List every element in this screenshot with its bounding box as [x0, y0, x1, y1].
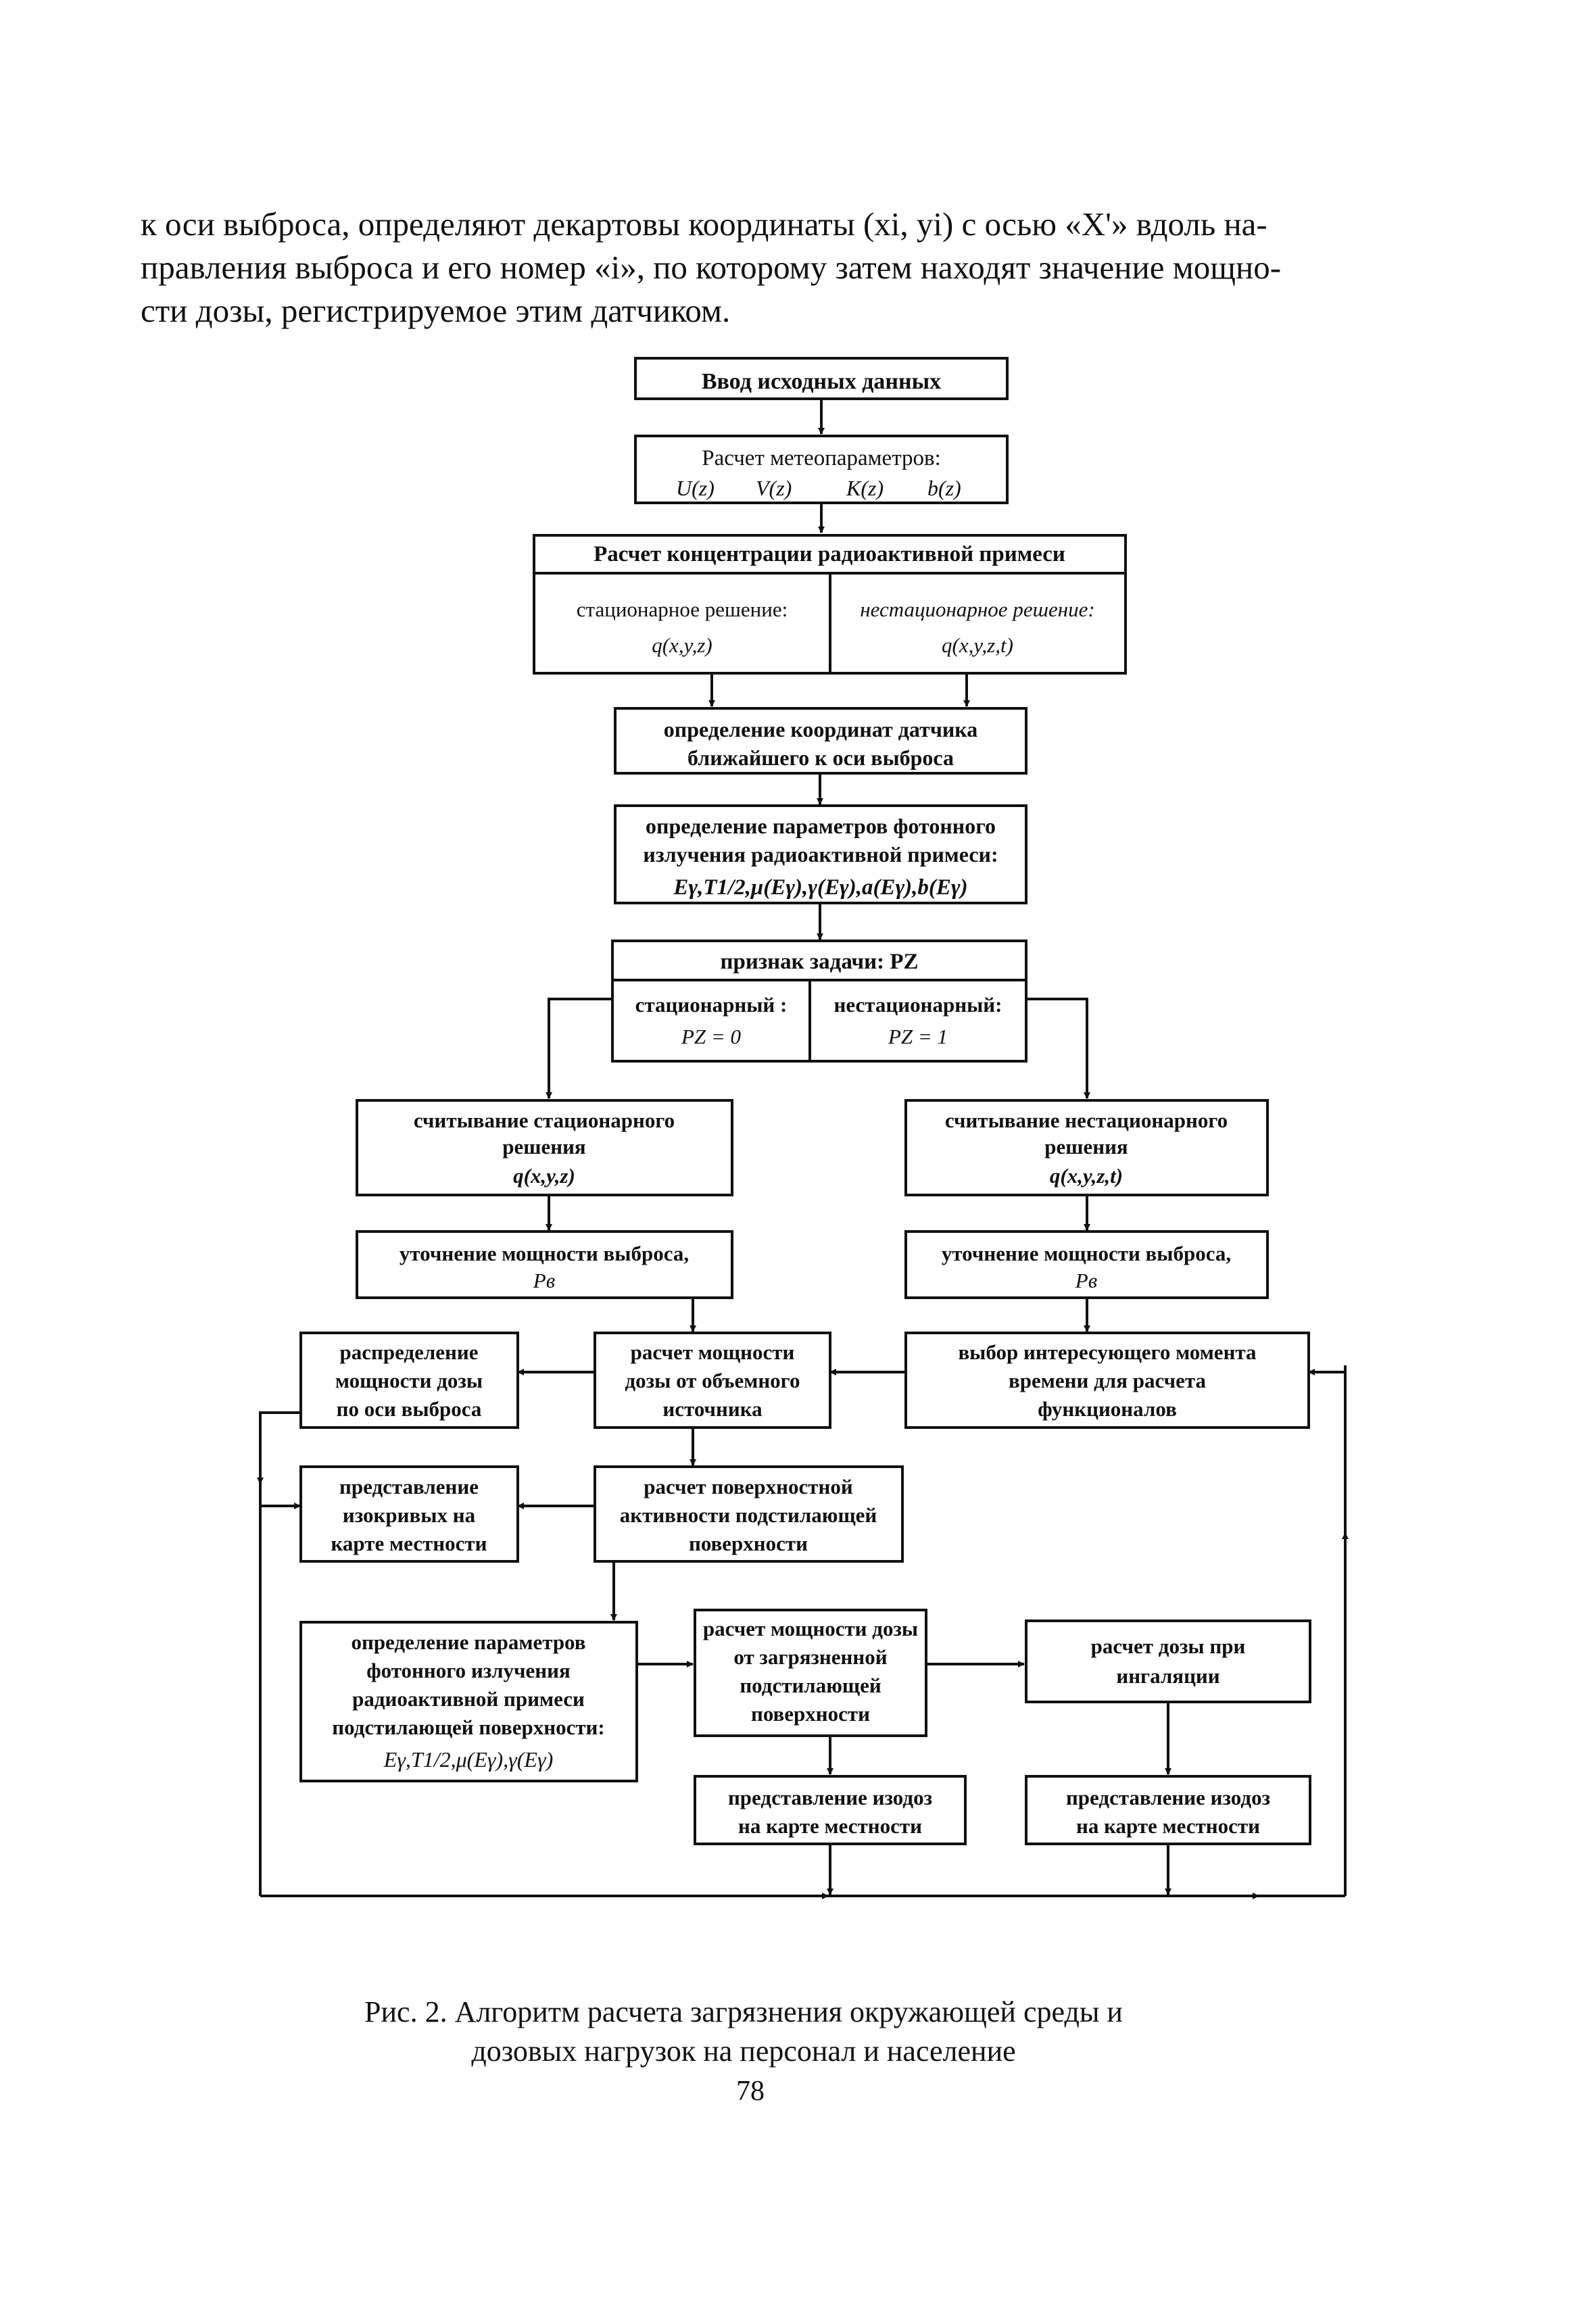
refine-left-line-2: Pв: [533, 1269, 555, 1292]
stationary-flag-label: стационарный :: [635, 993, 788, 1017]
surface-dose-line-1: расчет мощности дозы: [703, 1617, 918, 1640]
dose-axis-box: распределение мощности дозы по оси выбро…: [299, 1332, 519, 1429]
volume-dose-line-1: расчет мощности: [631, 1340, 795, 1364]
meteo-u: U(z): [676, 476, 715, 500]
surface-activity-line-2: активности подстилающей: [620, 1503, 877, 1527]
caption-line-2: дозовых нагрузок на персонал и население: [471, 2034, 1016, 2068]
meteo-k: K(z): [846, 476, 884, 500]
page-number: 78: [736, 2076, 765, 2107]
meteo-params-box: Расчет метеопараметров: U(z) V(z) K(z) b…: [634, 435, 1009, 504]
isolines-line-2: изокривых на: [343, 1503, 476, 1527]
sensor-line-2: ближайшего к оси выброса: [687, 746, 954, 770]
select-time-box: выбор интересующего момента времени для …: [904, 1332, 1310, 1429]
surface-dose-box: расчет мощности дозы от загрязненной под…: [694, 1609, 927, 1737]
dose-axis-line-1: распределение: [339, 1340, 478, 1364]
select-time-line-3: функционалов: [1038, 1397, 1177, 1421]
read-stat-formula: q(x,y,z): [513, 1164, 575, 1188]
nonstationary-solution-formula: q(x,y,z,t): [942, 633, 1013, 657]
read-nonstationary-box: считывание нестационарного решения q(x,y…: [904, 1099, 1269, 1196]
refine-emission-right-box: уточнение мощности выброса, Pв: [904, 1230, 1269, 1299]
isodose-right-line-1: представление изодоз: [1066, 1786, 1270, 1809]
paragraph-line: правления выброса и его номер «i», по ко…: [141, 249, 1282, 286]
isolines-line-3: карте местности: [331, 1532, 487, 1555]
volume-dose-line-3: источника: [662, 1397, 763, 1421]
surface-photon-line-1: определение параметров: [351, 1630, 585, 1654]
figure-caption: Рис. 2. Алгоритм расчета загрязнения окр…: [257, 1993, 1230, 2071]
isodose-right-line-2: на карте местности: [1076, 1814, 1260, 1838]
inhalation-line-2: ингаляции: [1116, 1664, 1219, 1688]
stationary-flag-value: PZ = 0: [681, 1025, 742, 1048]
task-flag-box: признак задачи: PZ стационарный : PZ = 0…: [611, 940, 1027, 1063]
task-flag-title: признак задачи: PZ: [720, 950, 918, 974]
volume-dose-line-2: дозы от объемного: [625, 1369, 800, 1392]
read-nonstat-line-2: решения: [1044, 1135, 1128, 1159]
read-stationary-box: считывание стационарного решения q(x,y,z…: [356, 1099, 733, 1196]
stationary-solution-formula: q(x,y,z): [652, 633, 712, 657]
surface-dose-line-2: от загрязненной: [733, 1645, 887, 1669]
input-data-label: Ввод исходных данных: [702, 369, 941, 394]
refine-right-line-1: уточнение мощности выброса,: [942, 1242, 1231, 1265]
surface-photon-line-4: подстилающей поверхности:: [332, 1715, 604, 1739]
select-time-line-2: времени для расчета: [1009, 1369, 1206, 1392]
surface-photon-box: определение параметров фотонного излучен…: [299, 1621, 638, 1782]
surface-photon-line-3: радиоактивной примеси: [352, 1687, 585, 1711]
photon-formula: Eγ,T1/2,μ(Eγ),γ(Eγ),a(Eγ),b(Eγ): [673, 875, 967, 900]
flow-connectors: [257, 399, 1349, 1899]
isodose-map-left-box: представление изодоз на карте местности: [694, 1775, 967, 1845]
inhalation-dose-box: расчет дозы при ингаляции: [1025, 1619, 1311, 1703]
isodose-left-line-2: на карте местности: [738, 1814, 922, 1838]
refine-right-line-2: Pв: [1075, 1269, 1097, 1292]
select-time-line-1: выбор интересующего момента: [958, 1340, 1257, 1364]
surface-dose-line-3: подстилающей: [740, 1674, 881, 1697]
nonstationary-flag-value: PZ = 1: [888, 1025, 948, 1048]
body-paragraph: к оси выброса, определяют декартовы коор…: [141, 203, 1357, 333]
surface-dose-line-4: поверхности: [751, 1702, 870, 1726]
isolines-box: представление изокривых на карте местнос…: [299, 1465, 519, 1563]
photon-line-2: излучения радиоактивной примеси:: [643, 842, 998, 867]
stationary-solution-label: стационарное решение:: [577, 598, 788, 621]
isolines-line-1: представление: [339, 1475, 479, 1498]
surface-activity-box: расчет поверхностной активности подстила…: [594, 1465, 904, 1563]
dose-axis-line-2: мощности дозы: [335, 1369, 483, 1392]
sensor-coordinates-box: определение координат датчика ближайшего…: [614, 707, 1027, 775]
concentration-title: Расчет концентрации радиоактивной примес…: [594, 542, 1065, 566]
dose-axis-line-3: по оси выброса: [337, 1397, 482, 1421]
surface-activity-line-3: поверхности: [689, 1532, 808, 1555]
photon-line-1: определение параметров фотонного: [646, 814, 996, 838]
meteo-b: b(z): [927, 476, 961, 500]
read-stat-line-2: решения: [502, 1135, 585, 1159]
refine-left-line-1: уточнение мощности выброса,: [400, 1242, 689, 1265]
caption-line-1: Рис. 2. Алгоритм расчета загрязнения окр…: [364, 1995, 1123, 2028]
input-data-box: Ввод исходных данных: [634, 357, 1009, 400]
inhalation-line-1: расчет дозы при: [1091, 1634, 1246, 1658]
nonstationary-flag-label: нестационарный:: [834, 993, 1002, 1017]
read-stat-line-1: считывание стационарного: [414, 1108, 675, 1132]
paragraph-line: сти дозы, регистрируемое этим датчиком.: [141, 292, 731, 329]
concentration-box: Расчет концентрации радиоактивной примес…: [533, 534, 1127, 675]
refine-emission-left-box: уточнение мощности выброса, Pв: [356, 1230, 733, 1299]
photon-params-box: определение параметров фотонного излучен…: [614, 804, 1027, 904]
read-nonstat-formula: q(x,y,z,t): [1050, 1164, 1123, 1188]
meteo-v: V(z): [756, 476, 792, 500]
surface-photon-formula: Eγ,T1/2,μ(Eγ),γ(Eγ): [383, 1747, 553, 1772]
meteo-title: Расчет метеопараметров:: [702, 446, 941, 470]
isodose-left-line-1: представление изодоз: [728, 1786, 932, 1809]
surface-activity-line-1: расчет поверхностной: [644, 1475, 853, 1498]
read-nonstat-line-1: считывание нестационарного: [945, 1108, 1228, 1132]
surface-photon-line-2: фотонного излучения: [366, 1659, 571, 1682]
volume-dose-box: расчет мощности дозы от объемного источн…: [594, 1332, 831, 1429]
isodose-map-right-box: представление изодоз на карте местности: [1025, 1775, 1311, 1845]
nonstationary-solution-label: нестационарное решение:: [860, 598, 1094, 621]
sensor-line-1: определение координат датчика: [664, 717, 978, 741]
paragraph-line: к оси выброса, определяют декартовы коор…: [141, 205, 1267, 243]
